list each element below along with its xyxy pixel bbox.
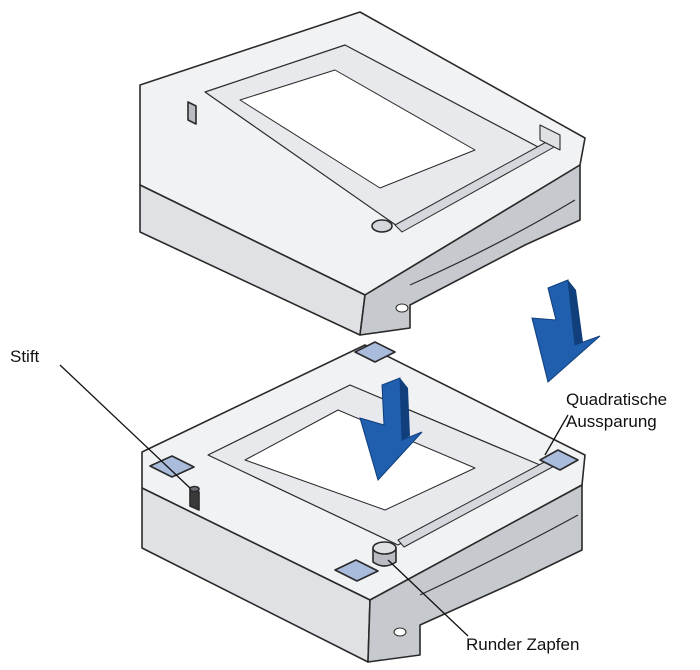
label-square-recess-line2: Aussparung [566, 412, 657, 431]
callout-line-stift [59, 364, 191, 489]
upper-tray-front-lip [409, 199, 576, 286]
label-stift: Stift [10, 347, 40, 366]
upper-tray-right-notch [539, 124, 561, 151]
square-recess-front [334, 559, 379, 582]
callout-line-square-recess [544, 414, 569, 456]
label-round-peg: Runder Zapfen [466, 635, 579, 654]
callout-line-round-peg [387, 559, 469, 637]
lower-paper-tray [141, 341, 586, 663]
arrow-right-down [531, 279, 601, 383]
callout-lines [59, 364, 569, 637]
upper-tray-right-face [359, 164, 581, 336]
arrow-center-down [359, 377, 423, 481]
square-recess-back [354, 341, 396, 363]
lower-tray-right-face [367, 484, 583, 663]
upper-tray-hole [395, 303, 409, 313]
label-square-recess-line1: Quadratische [566, 390, 667, 409]
upper-tray-floor [239, 69, 476, 189]
upper-tray-round-peg [371, 219, 393, 233]
lower-tray-round-peg-top [372, 541, 397, 555]
upper-tray-pin [187, 101, 197, 125]
lower-tray-hole [393, 627, 407, 637]
upper-paper-tray [139, 11, 586, 336]
square-recess-right [539, 449, 579, 471]
lower-tray-pin-top [189, 485, 200, 493]
lower-tray-front-lip [419, 514, 579, 596]
lower-tray-floor [244, 409, 476, 511]
